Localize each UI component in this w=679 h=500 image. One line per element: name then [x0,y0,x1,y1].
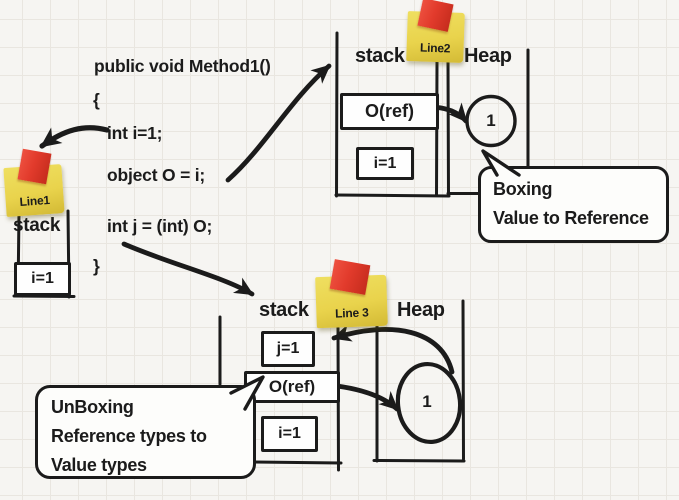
sticky-note-line2-label: Line2 [419,40,451,56]
arrow-frame3-heap-to-j [331,324,455,375]
frame3-slot-i: i=1 [261,416,318,452]
sticky-note-line3-label: Line 3 [334,305,369,321]
frame1-stack-bottom [12,294,76,298]
frame3-heap-bottom [372,459,466,463]
boxing-callout: Boxing Value to Reference [478,166,669,243]
frame3-heap-right-wall [461,299,465,461]
boxing-callout-title: Boxing [493,179,553,199]
frame1-stack-label: stack [13,215,61,236]
boxing-callout-text: Value to Reference [493,208,649,228]
unboxing-callout-text: Reference types to [51,426,207,446]
arrow-object-o-to-line2-stack [225,63,332,183]
arrow-int-i-to-line1-frame [39,125,110,149]
code-object-o: object O = i; [107,165,206,185]
frame3-slot-oref: O(ref) [244,371,340,403]
frame2-slot-oref: O(ref) [340,93,439,130]
arrow-int-j-to-line3-stack [121,241,255,297]
code-int-j: int j = (int) O; [107,216,213,236]
unboxing-callout: UnBoxing Reference types to Value types [35,385,256,479]
frame3-heap-label: Heap [397,299,445,321]
frame3-heap-value: 1 [422,392,432,411]
frame3-stack-bottom [250,460,343,465]
frame2-stack-label: stack [355,45,405,67]
unboxing-callout-text: Value types [51,455,147,475]
frame3-slot-j: j=1 [261,331,315,367]
frame2-slot-i: i=1 [356,147,414,180]
sticky-note-line1-label: Line1 [19,192,51,210]
code-open-brace: { [93,90,100,110]
frame1-slot-i: i=1 [14,262,71,296]
frame3-stack-label: stack [259,299,309,321]
code-int-i: int i=1; [107,123,163,143]
red-flag-icon [329,259,371,295]
frame2-stack-left-wall [335,31,339,198]
frame2-heap-label: Heap [464,45,512,67]
frame2-heap-left-wall [446,60,450,197]
arrow-frame3-oref-to-heap [334,383,400,412]
red-flag-icon [17,148,52,185]
code-close-brace: } [93,256,100,276]
frame2-stack-bottom [334,193,451,198]
code-method-signature: public void Method1() [94,56,271,76]
unboxing-callout-title: UnBoxing [51,397,134,417]
frame2-heap-value: 1 [486,111,496,130]
